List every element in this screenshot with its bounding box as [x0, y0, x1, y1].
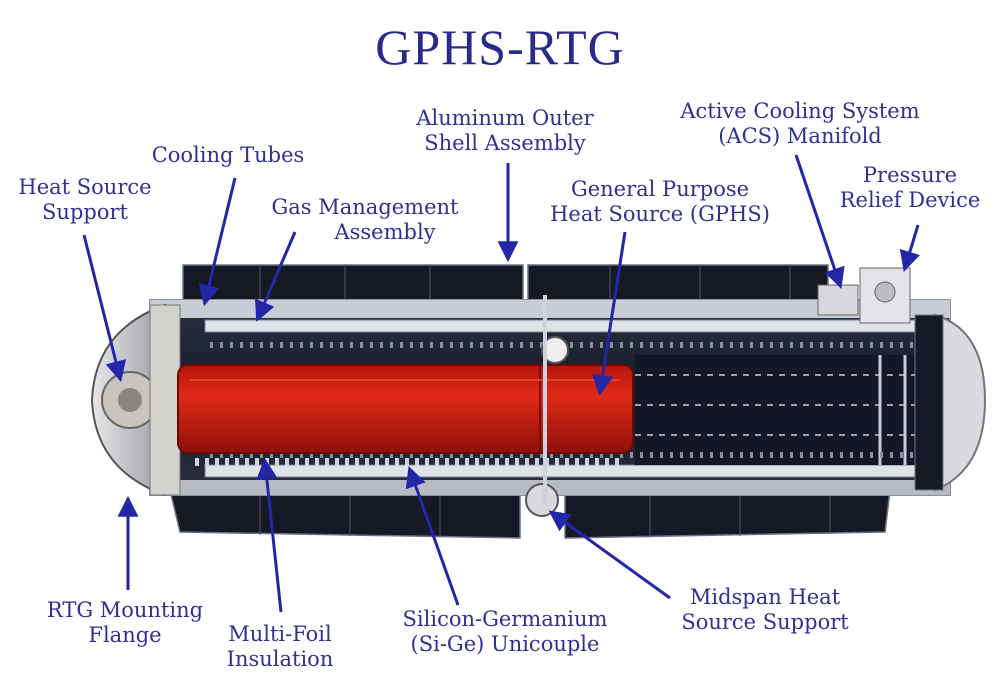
arrow-multi-foil — [256, 457, 283, 613]
label-pressure-relief: Pressure Relief Device — [839, 163, 981, 212]
heat-source-stack — [177, 364, 634, 454]
diagram-title: GPHS-RTG — [375, 19, 625, 75]
label-midspan-support: Midspan Heat Source Support — [681, 585, 849, 634]
label-cooling-tubes: Cooling Tubes — [151, 143, 305, 167]
label-heat-source-support: Heat Source Support — [18, 175, 152, 224]
right-end-cap — [914, 313, 987, 492]
callout-arrows — [82, 154, 920, 613]
arrow-unicouple — [405, 466, 460, 606]
label-gas-management: Gas Management Assembly — [271, 195, 459, 244]
label-aluminum-outer-shell: Aluminum Outer Shell Assembly — [416, 106, 594, 155]
arrow-pressure-relief — [899, 224, 920, 273]
label-mounting-flange: RTG Mounting Flange — [46, 598, 204, 647]
arrow-gphs — [592, 231, 627, 397]
label-unicouple: Silicon-Germanium (Si-Ge) Unicouple — [402, 607, 608, 656]
left-end-cap — [90, 303, 181, 497]
arrow-midspan-support — [548, 510, 671, 600]
arrow-cooling-tubes — [198, 177, 237, 307]
midspan-support — [525, 295, 569, 517]
label-acs-manifold: Active Cooling System (ACS) Manifold — [680, 99, 920, 148]
arrow-acs-manifold — [794, 154, 845, 289]
acs-manifold-hardware — [817, 267, 911, 324]
arrow-gas-management — [254, 231, 297, 322]
label-multi-foil: Multi-Foil Insulation — [226, 622, 334, 671]
top-cooling-fins — [182, 264, 829, 306]
arrow-heat-source-support — [82, 234, 127, 383]
label-gphs: General Purpose Heat Source (GPHS) — [550, 177, 770, 226]
